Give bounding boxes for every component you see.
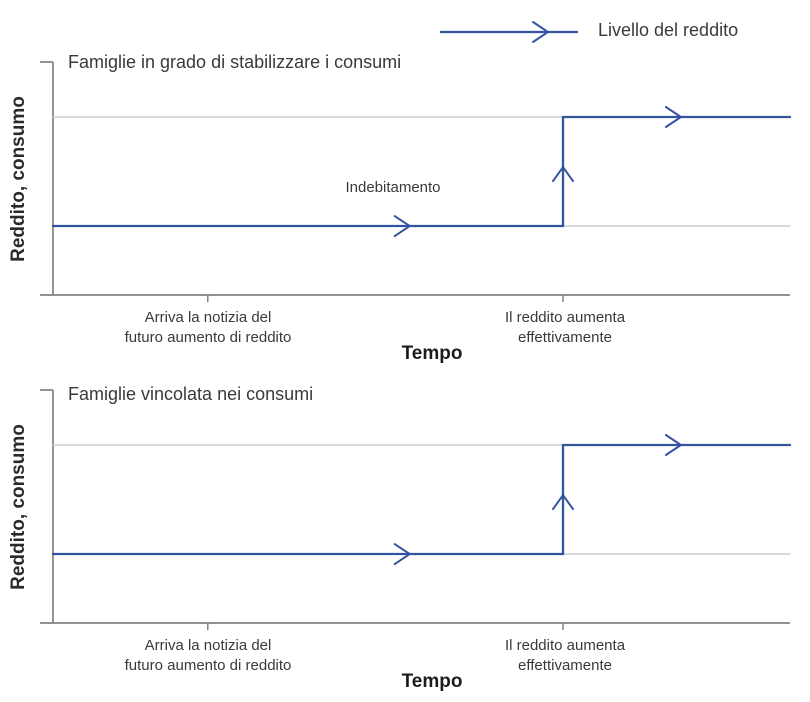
panel1-annotation-indebitamento: Indebitamento (345, 179, 441, 196)
panel2-x-axis-label: Tempo (401, 671, 463, 692)
panel2-series-income-step-line (51, 443, 792, 556)
panel2-direction-arrowhead-right-icon (664, 433, 683, 456)
panel1-direction-arrowhead-up-icon (552, 165, 575, 183)
panel2-y-axis-label-box: Reddito, consumo (2, 390, 36, 623)
panel1-series-income-step-line (51, 115, 792, 228)
panel1-x-tick-label-news: Arriva la notizia del futuro aumento di … (124, 309, 292, 347)
legend-label: Livello del reddito (598, 20, 739, 40)
panel2-direction-arrowhead-right-icon (393, 543, 412, 566)
panel1-direction-arrowhead-right-icon (393, 215, 412, 238)
panel1-direction-arrowhead-right-icon (664, 105, 683, 128)
legend-arrowhead-icon (532, 21, 550, 43)
panel2-direction-arrowhead-up-icon (552, 493, 575, 511)
panel2-title: Famiglie vincolata nei consumi (68, 384, 314, 404)
panel2-x-tick-label-rise: Il reddito aumenta effettivamente (504, 637, 626, 675)
panel2-x-tick-label-news: Arriva la notizia del futuro aumento di … (124, 637, 292, 675)
panel2-y-axis-label: Reddito, consumo (8, 423, 30, 590)
panel1-y-axis-label-box: Reddito, consumo (2, 62, 36, 295)
panel1-y-axis-label: Reddito, consumo (8, 95, 30, 262)
panel1-x-tick-label-rise: Il reddito aumenta effettivamente (504, 309, 626, 347)
panel1-x-axis-label: Tempo (401, 343, 463, 364)
panel1-title: Famiglie in grado di stabilizzare i cons… (68, 52, 402, 72)
